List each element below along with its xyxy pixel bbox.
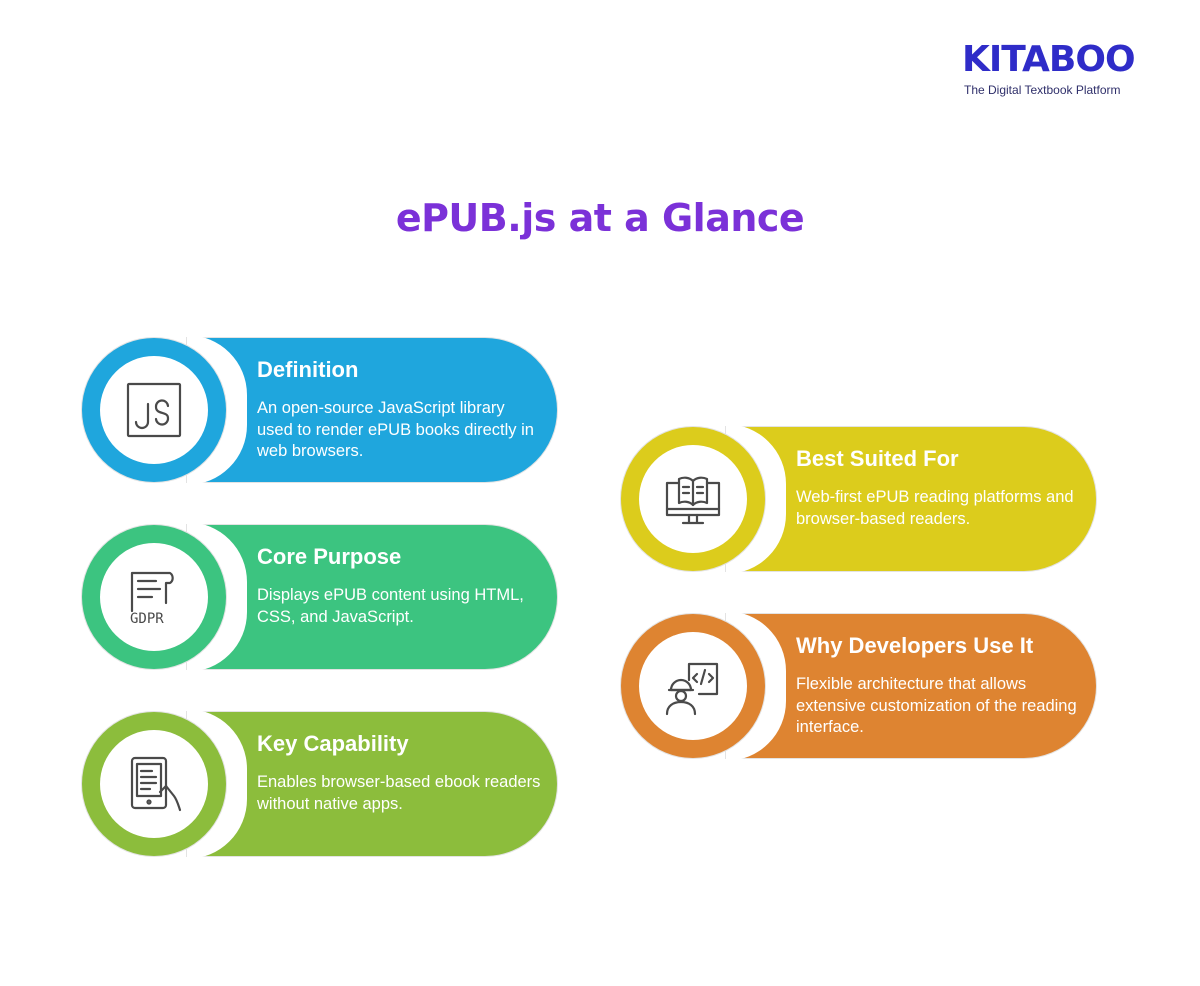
card-body: Enables browser-based ebook readers with… — [257, 773, 541, 813]
svg-text:GDPR: GDPR — [130, 611, 164, 627]
card-body: Web-first ePUB reading platforms and bro… — [796, 488, 1074, 528]
logo-wordmark: KITABOO — [962, 39, 1136, 80]
card-icon-ring — [82, 712, 226, 856]
card-why-developers-use-it: Why Developers Use It Flexible architect… — [621, 611, 1096, 761]
card-icon-ring — [621, 427, 765, 571]
card-core-purpose: GDPR Core Purpose Displays ePUB content … — [82, 522, 557, 672]
card-pill — [726, 427, 1096, 571]
card-pill — [187, 525, 557, 669]
js-file-icon — [126, 382, 182, 438]
card-body: Flexible architecture that allows extens… — [796, 675, 1077, 736]
card-pill — [187, 712, 557, 856]
card-pill — [726, 614, 1096, 758]
card-heading: Core Purpose — [257, 544, 402, 569]
logo-tagline: The Digital Textbook Platform — [964, 83, 1121, 97]
gdpr-document-icon: GDPR — [130, 571, 174, 627]
developer-code-icon — [665, 662, 719, 716]
card-best-suited-for: Best Suited For Web-first ePUB reading p… — [621, 424, 1096, 574]
card-heading: Definition — [257, 357, 359, 382]
card-body: An open-source JavaScript library used t… — [257, 399, 534, 460]
card-icon-ring — [621, 614, 765, 758]
page-title: ePUB.js at a Glance — [395, 196, 805, 240]
card-key-capability: Key Capability Enables browser-based ebo… — [82, 709, 557, 859]
tablet-hand-icon — [130, 756, 182, 812]
card-icon-ring — [82, 338, 226, 482]
card-heading: Best Suited For — [796, 446, 959, 471]
card-heading: Why Developers Use It — [796, 633, 1034, 658]
card-pill — [187, 338, 557, 482]
card-heading: Key Capability — [257, 731, 409, 756]
monitor-book-icon — [665, 476, 721, 525]
kitaboo-logo: KITABOO The Digital Textbook Platform — [962, 39, 1162, 98]
card-icon-ring: GDPR — [82, 525, 226, 669]
card-body: Displays ePUB content using HTML, CSS, a… — [257, 586, 524, 626]
card-definition: Definition An open-source JavaScript lib… — [82, 335, 557, 485]
